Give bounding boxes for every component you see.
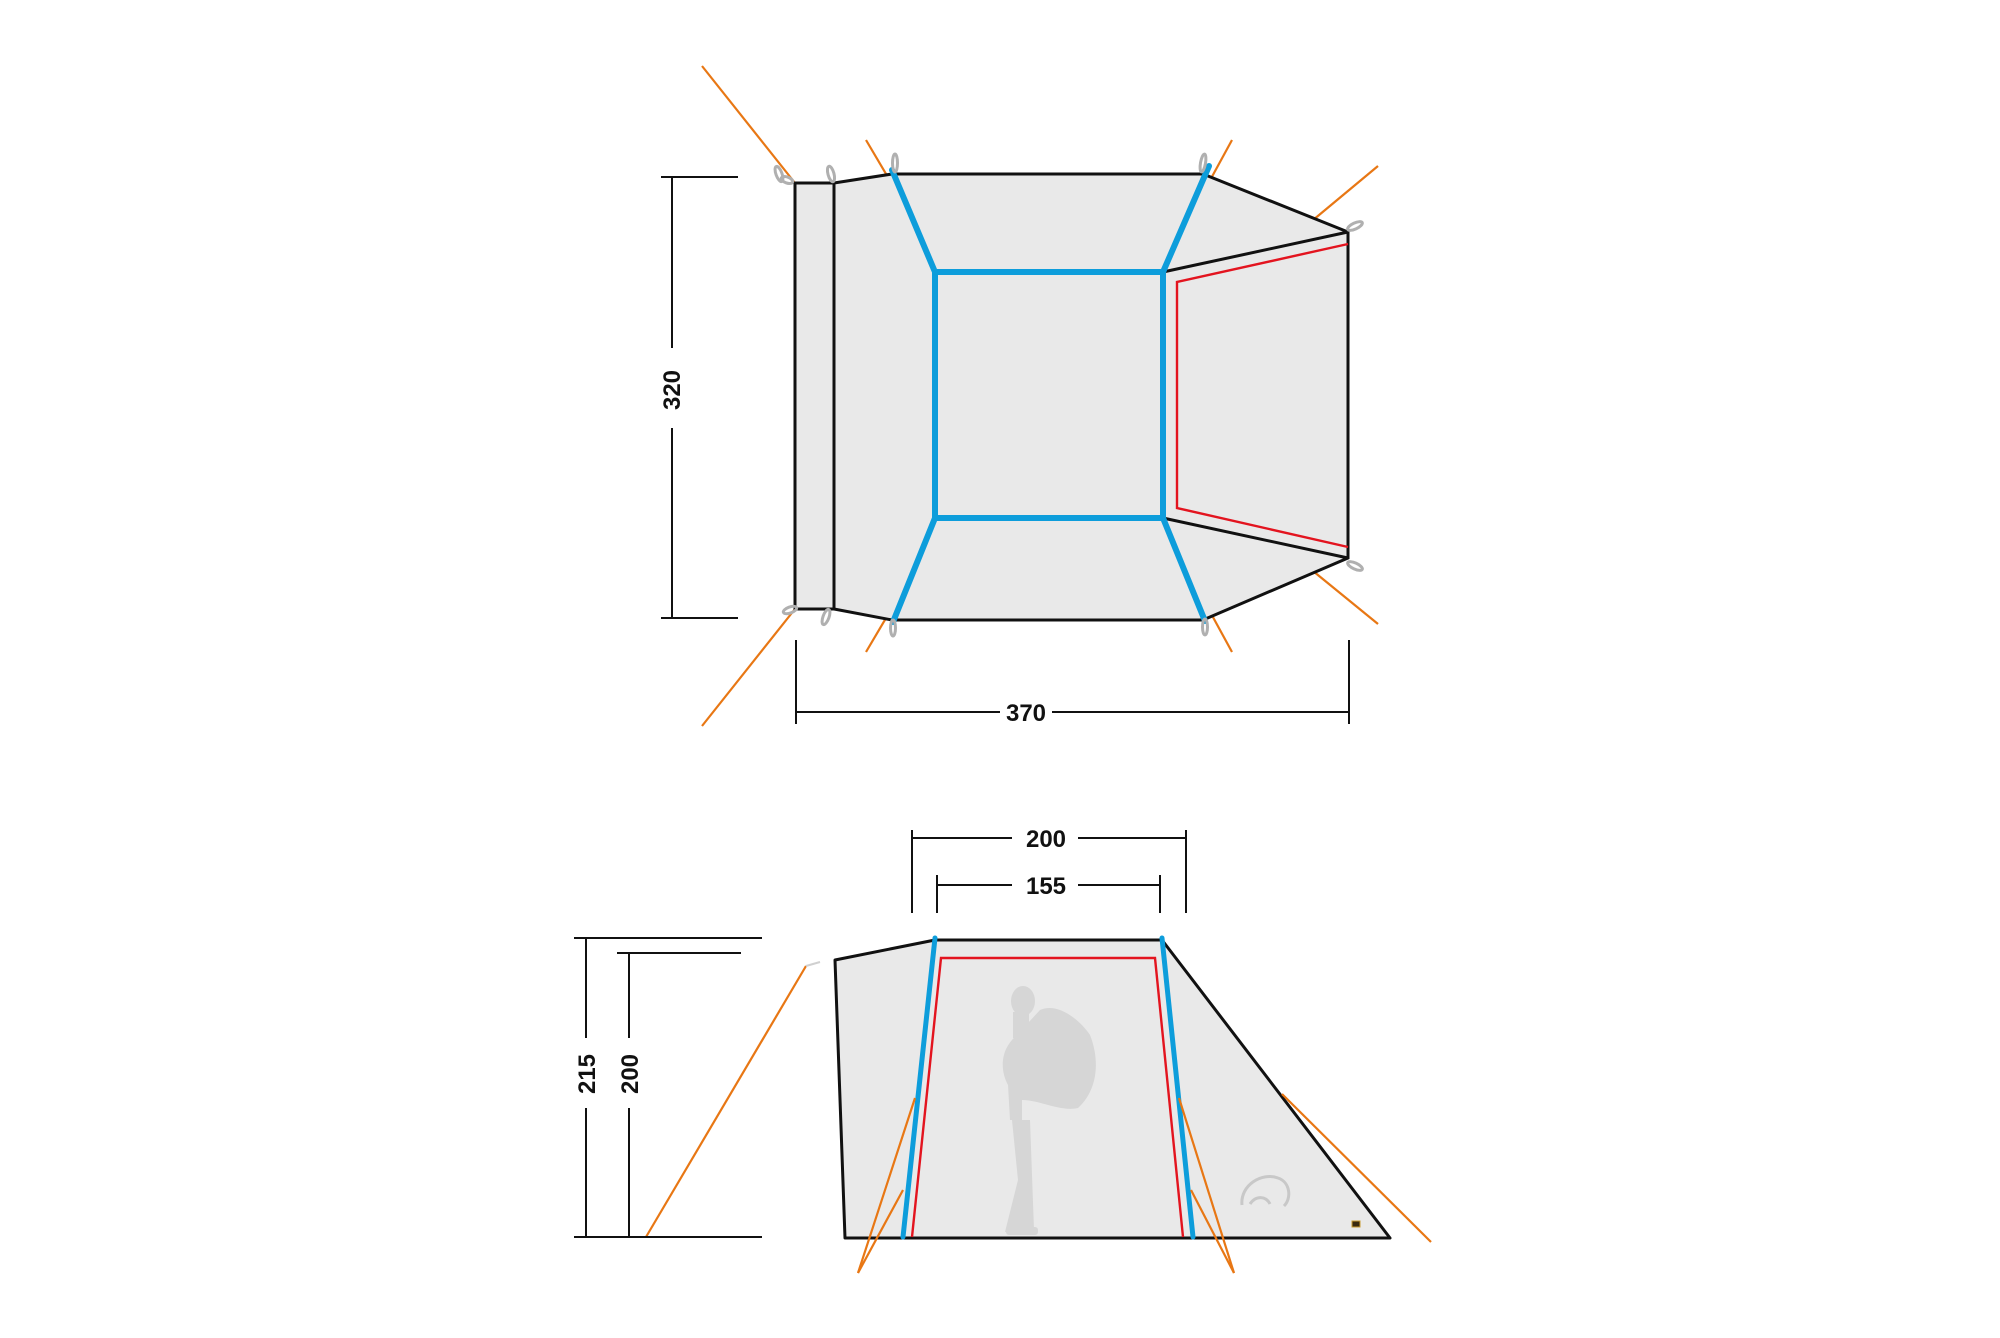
peg-icons <box>773 152 1364 638</box>
brand-label-icon <box>1351 1220 1361 1228</box>
brand-animal-logo <box>1240 1175 1291 1208</box>
top-view: 320 370 <box>659 65 1379 727</box>
length-label: 370 <box>1006 700 1046 727</box>
door-outline <box>910 956 1185 1238</box>
tent-footprint <box>832 172 1350 622</box>
dimension-top-inner-width: 155 <box>936 873 1161 913</box>
door-outline <box>1175 242 1349 549</box>
dimension-length: 370 <box>795 640 1350 727</box>
rear-panel-edge <box>1162 516 1349 560</box>
side-view: 200 155 215 200 <box>574 826 1432 1274</box>
tent-side-body <box>833 938 1392 1240</box>
top-inner-width-label: 155 <box>1026 873 1066 900</box>
dimension-top-outer-width: 200 <box>911 826 1187 913</box>
depth-label: 320 <box>659 370 686 410</box>
person-with-backpack-silhouette <box>1002 986 1096 1235</box>
side-poles <box>900 935 1196 1240</box>
top-poles <box>889 163 1212 625</box>
dimension-depth: 320 <box>659 176 738 619</box>
inner-height-label: 200 <box>617 1054 644 1094</box>
top-outer-width-label: 200 <box>1026 826 1066 853</box>
dimension-outer-height: 215 <box>574 937 762 1238</box>
dimension-inner-height: 200 <box>617 952 741 1237</box>
outer-height-label: 215 <box>574 1054 601 1094</box>
side-guylines <box>856 1093 1432 1274</box>
front-vestibule-strip <box>793 181 836 611</box>
front-guyline-tab <box>805 961 821 967</box>
front-guyline <box>645 965 807 1238</box>
rear-panel-edge <box>1162 230 1349 274</box>
